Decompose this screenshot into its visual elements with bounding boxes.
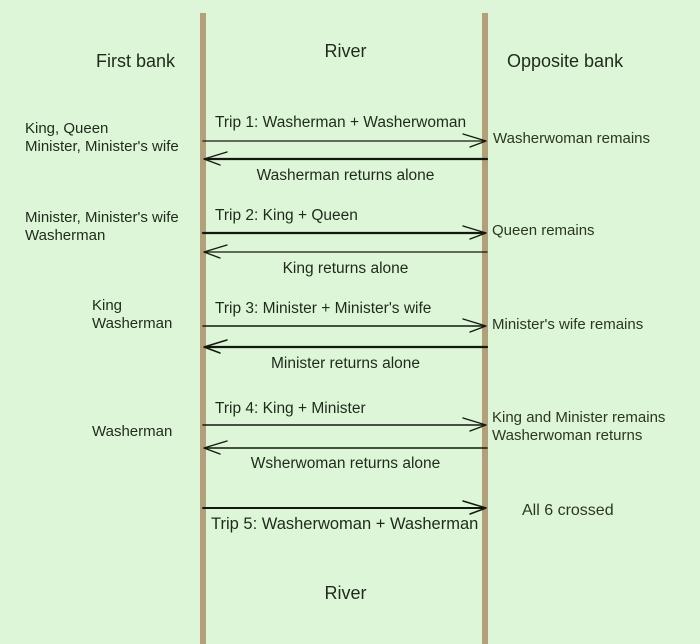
river-header-top: River [324, 41, 367, 61]
trip-5-right-bank-line-1: All 6 crossed [522, 502, 614, 519]
trip-2-return-arrow [201, 242, 489, 262]
trip-1-return-label: Washerman returns alone [256, 167, 435, 184]
trip-4-right-bank-label: King and Minister remains Washerwoman re… [492, 409, 665, 445]
trip-1-return-arrow [201, 149, 489, 169]
trip-4-left-bank-line-1: Washerman [92, 423, 173, 440]
trip-2-return-label: King returns alone [282, 260, 409, 277]
trip-2-left-bank-line-1: Minister, Minister's wife [25, 209, 179, 226]
trip-4-label: Trip 4: King + Minister [215, 400, 366, 417]
trip-1-label: Trip 1: Washerman + Washerwoman [215, 114, 467, 131]
opposite-bank-line [482, 13, 488, 644]
trip-4-return-label: Wsherwoman returns alone [250, 455, 441, 472]
trip-4-left-bank-label: Washerman [92, 423, 172, 441]
first-bank-header: First bank [96, 51, 176, 71]
trip-1-right-bank-line-1: Washerwoman remains [493, 130, 650, 147]
trip-3-left-bank-line-1: King [92, 297, 123, 314]
trip-1-right-bank-label: Washerwoman remains [493, 130, 650, 148]
trip-5-label: Trip 5: Washerwoman + Washerman [211, 515, 479, 533]
trip-3-label: Trip 3: Minister + Minister's wife [215, 300, 432, 317]
first-bank-line [200, 13, 206, 644]
trip-3-left-bank-line-2: Washerman [92, 315, 173, 332]
opposite-bank-header: Opposite bank [507, 51, 624, 71]
trip-4-right-bank-line-2: Washerwoman returns [492, 427, 643, 444]
trip-2-left-bank-label: Minister, Minister's wife Washerman [25, 209, 179, 245]
trip-1-left-bank-label: King, Queen Minister, Minister's wife [25, 120, 179, 156]
trip-4-forward-arrow [201, 415, 489, 435]
trip-1-left-bank-line-2: Minister, Minister's wife [25, 138, 179, 155]
trip-5-right-bank-label: All 6 crossed [522, 502, 614, 520]
trip-2-right-bank-label: Queen remains [492, 222, 595, 240]
river-header-bottom: River [324, 583, 367, 603]
trip-2-label: Trip 2: King + Queen [215, 207, 358, 224]
trip-1-forward-arrow [201, 131, 489, 151]
trip-3-right-bank-label: Minister's wife remains [492, 316, 643, 334]
trip-1-left-bank-line-1: King, Queen [25, 120, 109, 137]
trip-2-right-bank-line-1: Queen remains [492, 222, 595, 239]
trip-3-forward-arrow [201, 316, 489, 336]
trip-2-forward-arrow [201, 223, 489, 243]
trip-3-left-bank-label: King Washerman [92, 297, 172, 333]
trip-4-right-bank-line-1: King and Minister remains [492, 409, 666, 426]
trip-2-left-bank-line-2: Washerman [25, 227, 106, 244]
trip-3-return-label: Minister returns alone [270, 355, 421, 372]
trip-3-return-arrow [201, 337, 489, 357]
trip-4-return-arrow [201, 438, 489, 458]
trip-5-forward-arrow [201, 498, 489, 518]
trip-3-right-bank-line-1: Minister's wife remains [492, 316, 644, 333]
